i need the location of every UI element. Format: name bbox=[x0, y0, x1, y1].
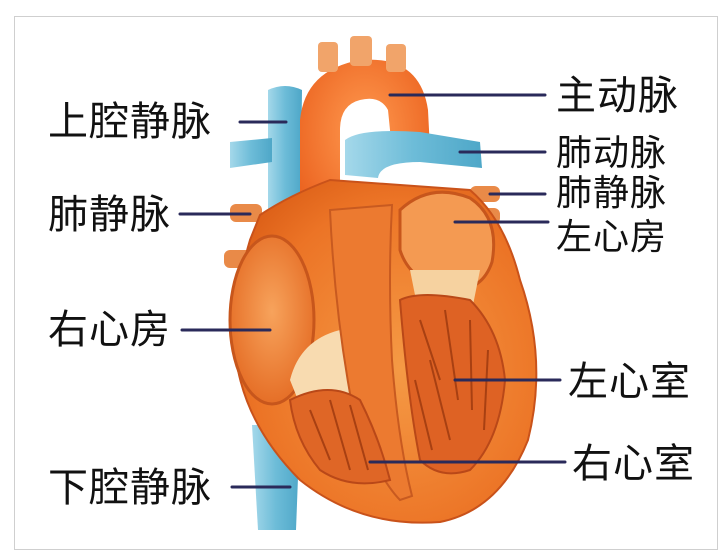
label-pulmonary-vein-left: 肺静脉 bbox=[48, 195, 171, 235]
label-right-atrium: 右心房 bbox=[48, 310, 171, 350]
aorta-branch-3 bbox=[386, 44, 406, 72]
label-left-atrium: 左心房 bbox=[556, 220, 667, 256]
label-pulmonary-vein-right: 肺静脉 bbox=[556, 176, 667, 212]
label-aorta: 主动脉 bbox=[556, 76, 679, 116]
aorta-branch-2 bbox=[350, 36, 372, 66]
aorta-branch-1 bbox=[318, 42, 338, 72]
label-pulmonary-artery: 肺动脉 bbox=[556, 136, 667, 172]
label-left-ventricle: 左心室 bbox=[568, 362, 691, 402]
svc-branch-shape bbox=[230, 138, 272, 168]
label-inferior-vena-cava: 下腔静脉 bbox=[48, 468, 212, 508]
label-superior-vena-cava: 上腔静脉 bbox=[48, 102, 212, 142]
pulmonary-artery-shape bbox=[345, 131, 482, 178]
label-right-ventricle: 右心室 bbox=[572, 444, 695, 484]
